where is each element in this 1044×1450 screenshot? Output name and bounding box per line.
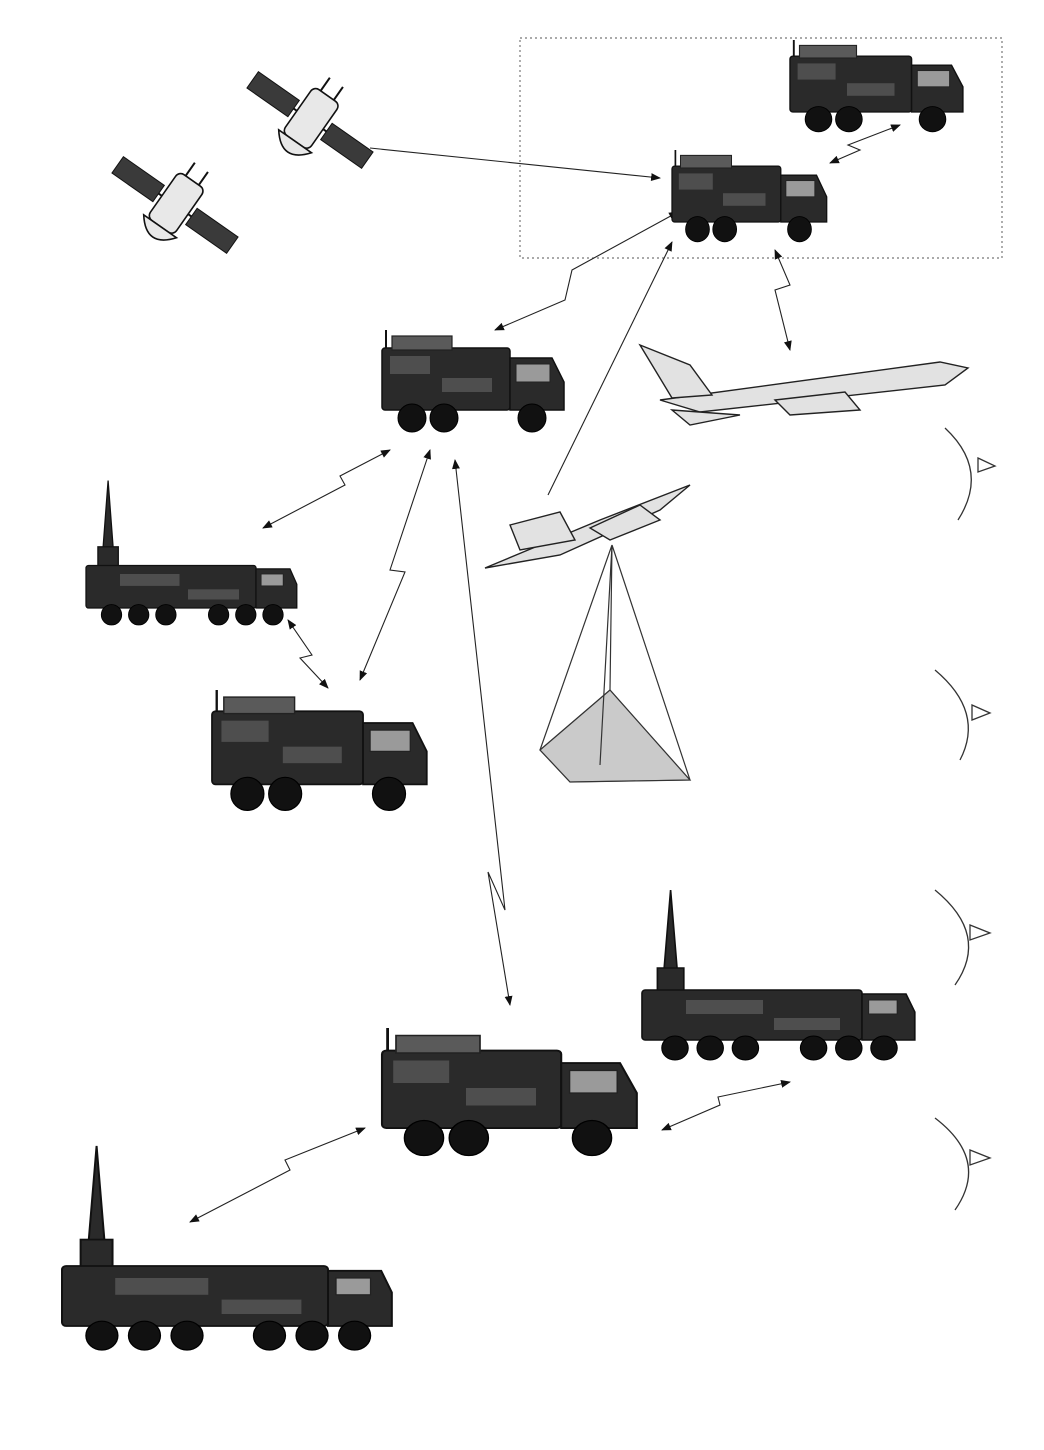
link-satellite-command <box>369 147 661 182</box>
link-brigade-battery <box>452 459 513 1006</box>
missile-launcher-lower-icon <box>61 1145 393 1351</box>
link-command-rear <box>829 124 901 164</box>
link-uav-command <box>547 241 673 496</box>
command-post-enclosure <box>519 37 1003 259</box>
reconnaissance-aircraft-icon <box>638 343 970 426</box>
link-command-brigade <box>494 211 679 331</box>
satellite-2-icon <box>94 126 260 279</box>
command-post-rear-truck-icon <box>789 39 964 133</box>
battery-command-truck-icon <box>380 1026 639 1157</box>
link-command-aircraft <box>774 249 792 351</box>
communication-links <box>189 124 901 1223</box>
missile-launcher-upper-icon <box>85 479 298 626</box>
satellite-1-icon <box>229 41 395 194</box>
battalion-command-truck-icon <box>210 688 428 812</box>
link-battery-launcher-right <box>661 1079 791 1131</box>
link-brigade-battalion <box>359 449 431 681</box>
link-battery-launcher-lower <box>189 1127 366 1223</box>
uav-sensor-footprint-icon <box>539 544 692 783</box>
uav-drone-icon <box>484 484 691 569</box>
brigade-command-truck-icon <box>381 329 565 433</box>
command-post-main-truck-icon <box>671 149 828 243</box>
missile-trajectory-arc-icon <box>934 427 997 1211</box>
missile-launcher-right-icon <box>641 889 916 1061</box>
link-brigade-launcher <box>262 449 391 529</box>
link-launcher-battalion <box>287 619 329 689</box>
